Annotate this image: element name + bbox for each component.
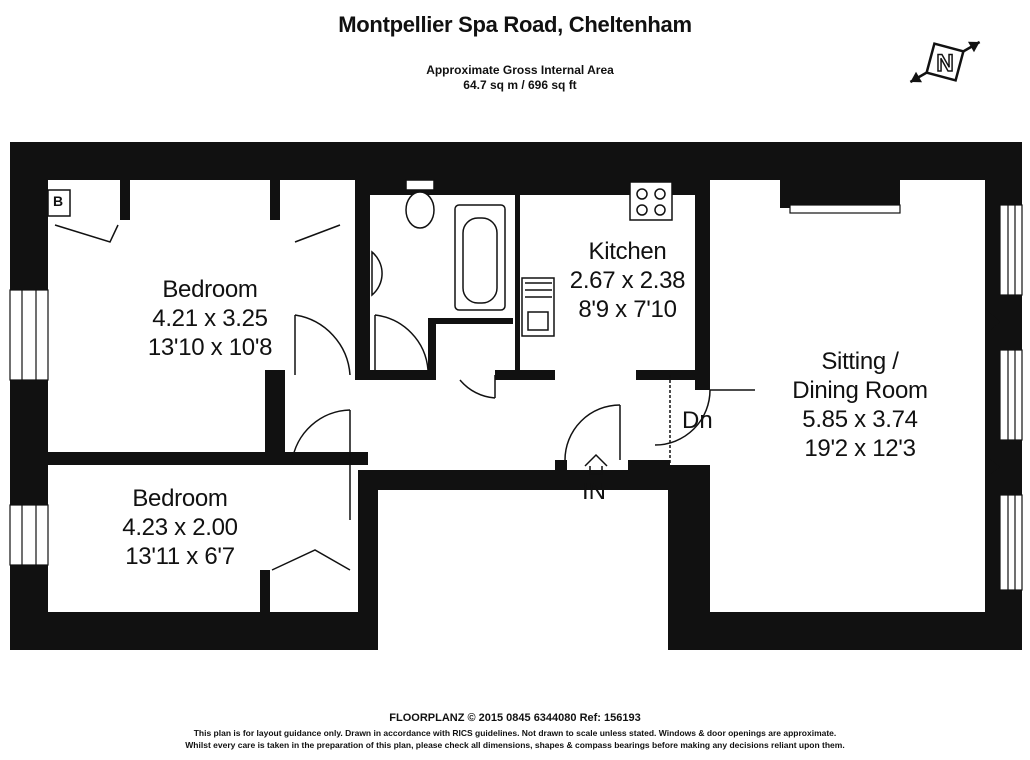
toilet-cistern-icon xyxy=(405,179,435,191)
footer-disclaimer-2: Whilst every care is taken in the prepar… xyxy=(185,740,845,750)
bay-wall-segments xyxy=(985,295,1022,495)
room-kitchen: Kitchen 2.67 x 2.38 8'9 x 7'10 xyxy=(555,237,700,324)
footer-disclaimer-1: This plan is for layout guidance only. D… xyxy=(193,728,837,738)
room-name: Bedroom xyxy=(162,276,258,303)
door-swings xyxy=(54,224,755,571)
room-imperial: 13'11 x 6'7 xyxy=(125,543,235,570)
area-summary: Approximate Gross Internal Area 64.7 sq … xyxy=(330,63,710,93)
boiler-label: B xyxy=(53,193,64,209)
room-bedroom-1: Bedroom 4.21 x 3.25 13'10 x 10'8 xyxy=(100,275,320,362)
room-metric: 5.85 x 3.74 xyxy=(802,406,918,433)
room-imperial: 19'2 x 12'3 xyxy=(804,435,916,462)
room-name: Bedroom xyxy=(132,485,228,512)
room-metric: 2.67 x 2.38 xyxy=(569,267,686,294)
room-name: Kitchen xyxy=(588,238,667,265)
room-sitting-dining: Sitting / Dining Room 5.85 x 3.74 19'2 x… xyxy=(755,347,965,463)
compass-icon: N xyxy=(909,40,981,84)
windows xyxy=(9,204,1023,591)
stairs-down-label: Dn xyxy=(682,407,713,434)
compass-letter: N xyxy=(936,50,953,77)
plan-title: Montpellier Spa Road, Cheltenham xyxy=(338,12,692,37)
room-metric: 4.23 x 2.00 xyxy=(122,514,238,541)
room-imperial: 13'10 x 10'8 xyxy=(147,334,273,361)
entrance-arrow-icon xyxy=(584,453,608,475)
area-value: 64.7 sq m / 696 sq ft xyxy=(463,78,577,92)
hob-icon xyxy=(629,181,673,221)
boiler-icon xyxy=(47,189,71,217)
kitchen-fixtures xyxy=(521,181,673,337)
area-label: Approximate Gross Internal Area xyxy=(426,63,614,77)
entrance-label: IN xyxy=(582,478,606,505)
footer-credits: FLOORPLANZ © 2015 0845 6344080 Ref: 1561… xyxy=(389,712,641,724)
room-name: Sitting / xyxy=(821,348,899,375)
interior-walls xyxy=(48,180,900,612)
room-bedroom-2: Bedroom 4.23 x 2.00 13'11 x 6'7 xyxy=(70,484,290,571)
basin-icon xyxy=(371,250,383,297)
room-imperial: 8'9 x 7'10 xyxy=(578,296,677,323)
room-name-2: Dining Room xyxy=(792,377,928,404)
floor-areas xyxy=(48,180,985,612)
room-metric: 4.21 x 3.25 xyxy=(152,305,268,332)
bathroom-fixtures xyxy=(371,179,506,311)
toilet-icon xyxy=(405,191,435,229)
